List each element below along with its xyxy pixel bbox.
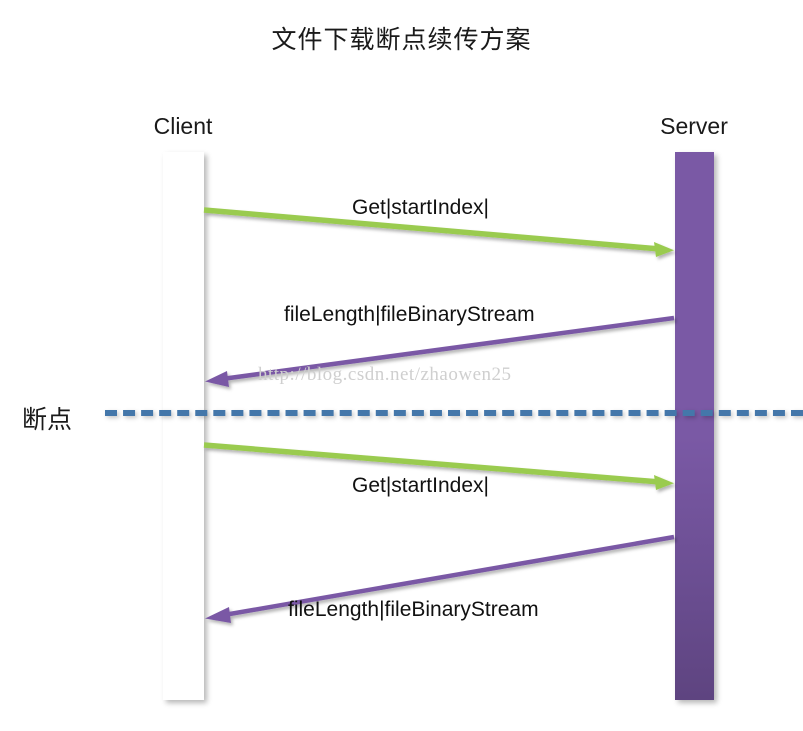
lifeline-bar-client	[163, 152, 204, 700]
message-label-4: fileLength|fileBinaryStream	[288, 598, 539, 621]
breakpoint-label: 断点	[22, 405, 73, 434]
message-label-2: fileLength|fileBinaryStream	[284, 303, 535, 326]
message-label-1: Get|startIndex|	[352, 196, 489, 219]
message-label-3: Get|startIndex|	[352, 474, 489, 497]
lifeline-label-client: Client	[153, 113, 213, 139]
watermark-text: http://blog.csdn.net/zhaowen25	[258, 364, 512, 385]
breakpoint-divider	[105, 410, 803, 416]
lifeline-bar-server	[675, 152, 714, 700]
page-title: 文件下载断点续传方案	[271, 25, 532, 54]
lifeline-label-server: Server	[660, 113, 728, 139]
